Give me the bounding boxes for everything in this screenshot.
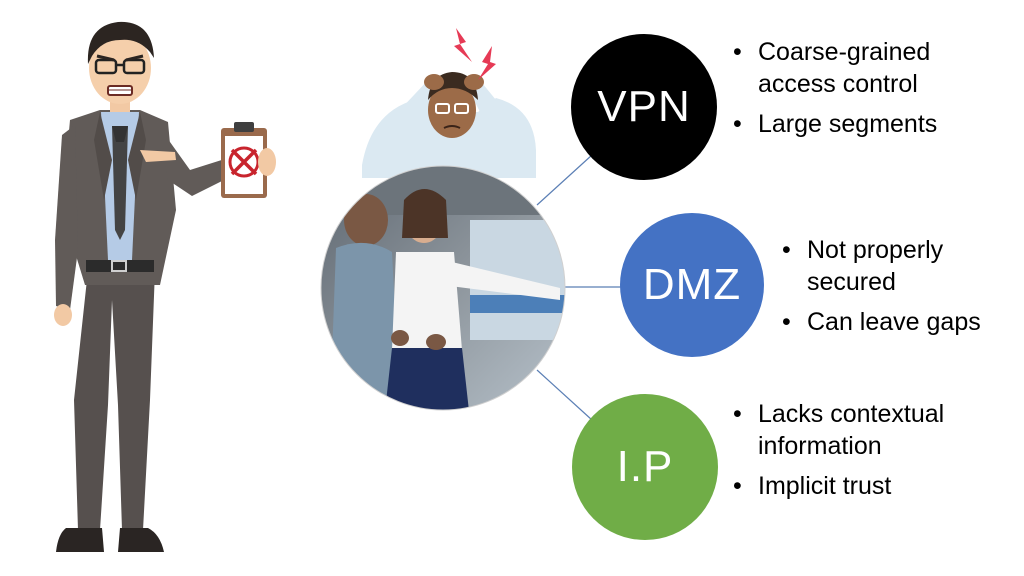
ip-bullet-list: Lacks contextual information Implicit tr… bbox=[733, 398, 1013, 510]
photo-frame bbox=[320, 165, 566, 411]
connector-lines bbox=[536, 154, 621, 421]
stressed-person-holding-head-icon bbox=[362, 28, 536, 178]
vpn-node: VPN bbox=[571, 34, 717, 180]
ip-node: I.P bbox=[572, 394, 718, 540]
vpn-bullet: Large segments bbox=[733, 108, 1013, 140]
vpn-node-label: VPN bbox=[597, 82, 691, 131]
businessman-pointing-at-clipboard-icon bbox=[54, 21, 232, 552]
dmz-bullet: Not properly secured bbox=[782, 234, 1022, 298]
dmz-node: DMZ bbox=[620, 213, 764, 357]
clipboard-with-x-mark-icon bbox=[221, 122, 276, 198]
ip-node-label: I.P bbox=[616, 442, 674, 491]
vpn-bullet: Coarse-grained access control bbox=[733, 36, 1013, 100]
dmz-node-label: DMZ bbox=[642, 260, 742, 309]
dmz-bullet-list: Not properly secured Can leave gaps bbox=[782, 234, 1022, 346]
ip-bullet: Lacks contextual information bbox=[733, 398, 1013, 462]
connector-ip bbox=[536, 369, 593, 421]
ip-bullet: Implicit trust bbox=[733, 470, 1013, 502]
dmz-bullet: Can leave gaps bbox=[782, 306, 1022, 338]
security-check-photo bbox=[321, 166, 565, 410]
vpn-bullet-list: Coarse-grained access control Large segm… bbox=[733, 36, 1013, 148]
connector-vpn bbox=[536, 154, 593, 206]
